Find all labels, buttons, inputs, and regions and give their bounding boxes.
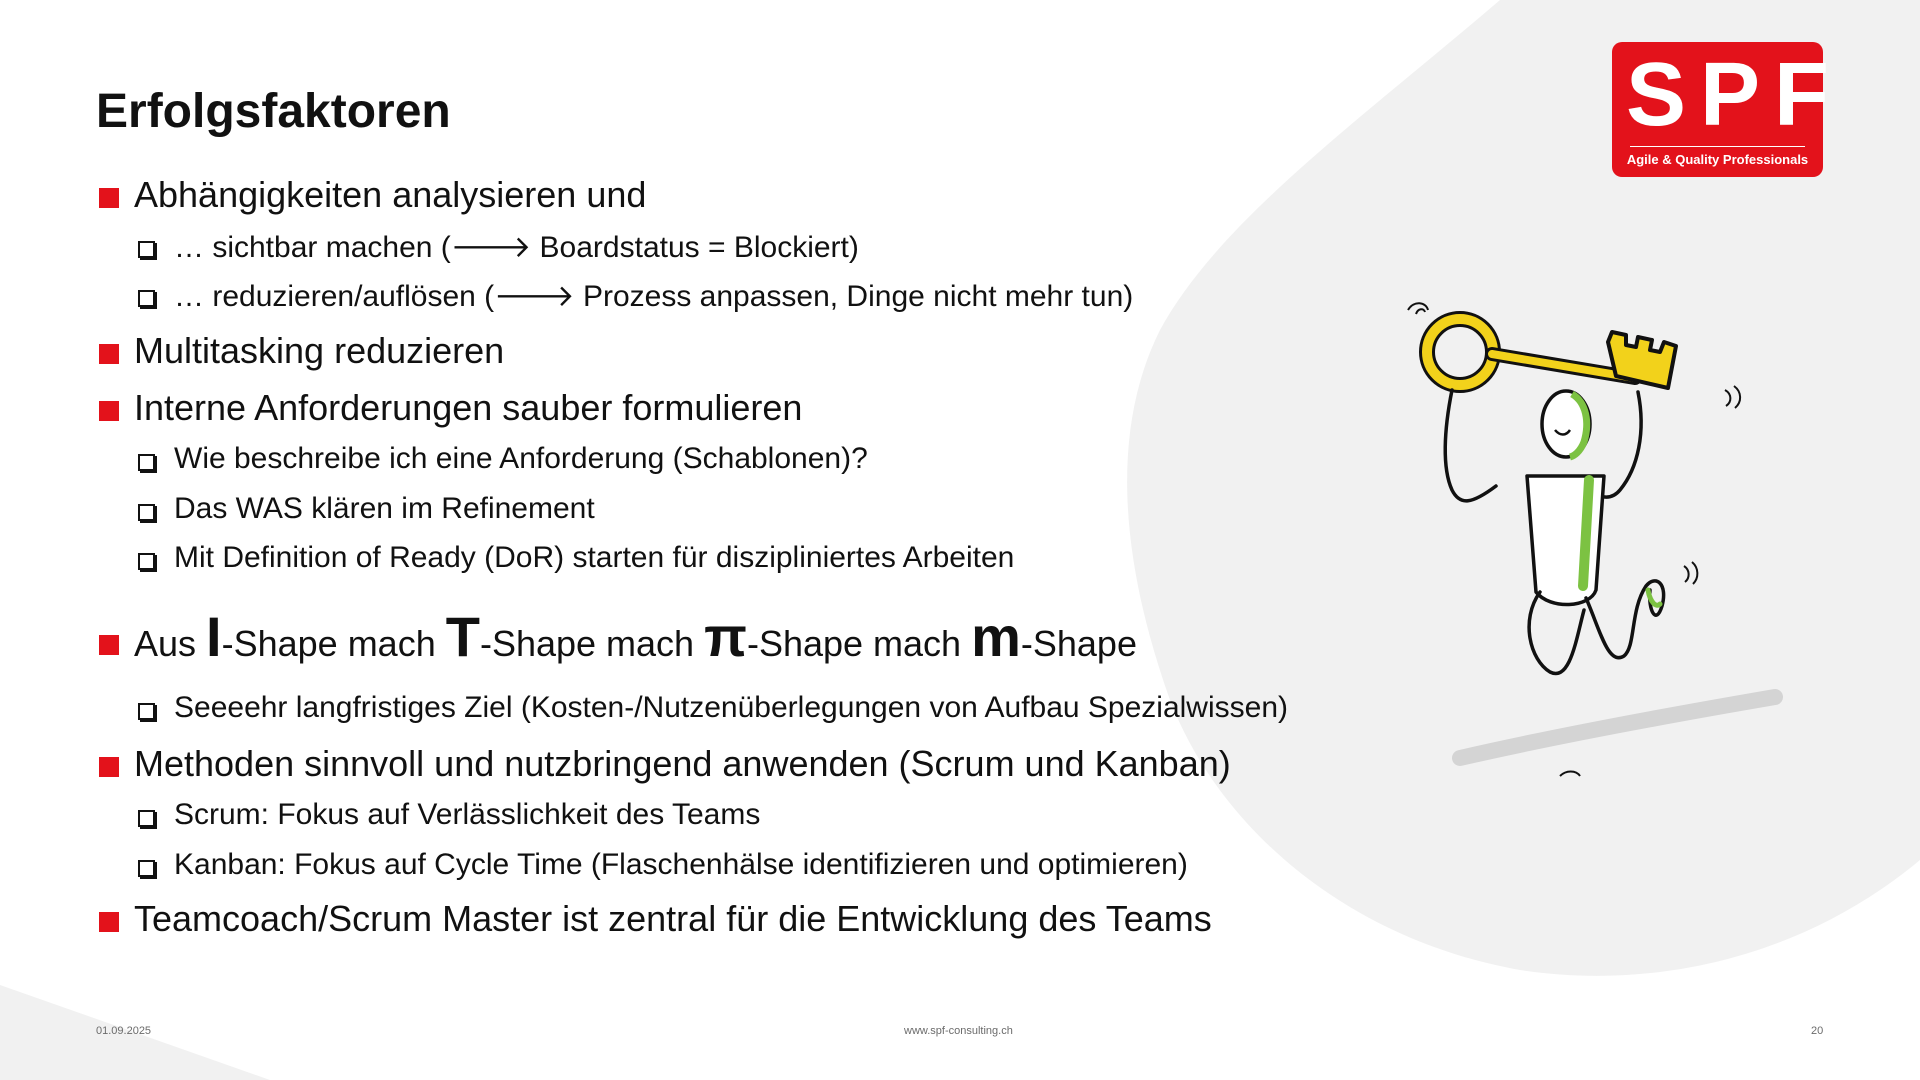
list-item: Scrum: Fokus auf Verlässlichkeit des Tea… bbox=[96, 798, 1436, 848]
list-item: Multitasking reduzieren bbox=[96, 330, 1436, 387]
shape-part: -Shape mach bbox=[479, 623, 705, 664]
list-item-text: Abhängigkeiten analysieren und bbox=[134, 174, 647, 215]
checkbox-bullet-icon bbox=[138, 703, 155, 720]
list-item: Seeeehr langfristiges Ziel (Kosten-/Nutz… bbox=[96, 691, 1436, 743]
checkbox-bullet-icon bbox=[138, 860, 155, 877]
list-item-text: Mit Definition of Ready (DoR) starten fü… bbox=[174, 541, 1015, 574]
checkbox-bullet-icon bbox=[138, 290, 155, 307]
shape-part: -Shape bbox=[1020, 623, 1137, 664]
checkbox-bullet-icon bbox=[138, 553, 155, 570]
shape-part: -Shape mach bbox=[221, 623, 446, 664]
list-item: Kanban: Fokus auf Cycle Time (Flaschenhä… bbox=[96, 848, 1436, 898]
list-item-text: Das WAS klären im Refinement bbox=[174, 492, 595, 525]
footer-page-number: 20 bbox=[1811, 1025, 1824, 1037]
logo-brand: SPF bbox=[1626, 45, 1844, 145]
list-item-text: Interne Anforderungen sauber formulieren bbox=[134, 387, 803, 428]
shape-part: -Shape mach bbox=[746, 623, 972, 664]
footer-url: www.spf-consulting.ch bbox=[904, 1025, 1013, 1037]
list-item: … reduzieren/auflösen (🡒 Prozess anpasse… bbox=[96, 278, 1436, 330]
list-item-text: Scrum: Fokus auf Verlässlichkeit des Tea… bbox=[174, 798, 761, 831]
shape-letter-t: T bbox=[445, 605, 480, 668]
key-figure-illustration-icon bbox=[1407, 302, 1783, 777]
spf-logo: SPF Agile & Quality Professionals bbox=[1612, 42, 1844, 177]
list-item-text: … sichtbar machen (🡒 Boardstatus = Block… bbox=[174, 231, 859, 264]
square-bullet-icon bbox=[99, 635, 119, 655]
bullet-list: Abhängigkeiten analysieren und … sichtba… bbox=[96, 174, 1436, 953]
square-bullet-icon bbox=[99, 401, 119, 421]
shape-prefix: Aus bbox=[134, 623, 207, 664]
list-item: Teamcoach/Scrum Master ist zentral für d… bbox=[96, 898, 1436, 953]
shape-letter-m: m bbox=[971, 605, 1021, 668]
square-bullet-icon bbox=[99, 344, 119, 364]
shape-letter-i: I bbox=[206, 605, 222, 668]
list-item-text: Teamcoach/Scrum Master ist zentral für d… bbox=[134, 898, 1212, 939]
shape-letter-pi: π bbox=[704, 605, 747, 668]
list-item-text: Multitasking reduzieren bbox=[134, 330, 505, 371]
list-item: Wie beschreibe ich eine Anforderung (Sch… bbox=[96, 442, 1436, 492]
checkbox-bullet-icon bbox=[138, 504, 155, 521]
shape-list-item: Aus I-Shape mach T-Shape mach π-Shape ma… bbox=[96, 609, 1436, 691]
list-item: Abhängigkeiten analysieren und bbox=[96, 174, 1436, 229]
square-bullet-icon bbox=[99, 912, 119, 932]
list-item-text: Seeeehr langfristiges Ziel (Kosten-/Nutz… bbox=[174, 691, 1288, 724]
list-item-text: Kanban: Fokus auf Cycle Time (Flaschenhä… bbox=[174, 848, 1188, 881]
logo-divider bbox=[1630, 146, 1805, 147]
checkbox-bullet-icon bbox=[138, 241, 155, 258]
page-title: Erfolgsfaktoren bbox=[96, 85, 451, 138]
list-item: … sichtbar machen (🡒 Boardstatus = Block… bbox=[96, 229, 1436, 278]
checkbox-bullet-icon bbox=[138, 454, 155, 471]
list-item: Interne Anforderungen sauber formulieren bbox=[96, 387, 1436, 442]
list-item-text: Wie beschreibe ich eine Anforderung (Sch… bbox=[174, 442, 868, 475]
list-item: Mit Definition of Ready (DoR) starten fü… bbox=[96, 541, 1436, 609]
list-item-text: … reduzieren/auflösen (🡒 Prozess anpasse… bbox=[174, 280, 1134, 313]
list-item-text: Methoden sinnvoll und nutzbringend anwen… bbox=[134, 743, 1231, 784]
logo-tagline: Agile & Quality Professionals bbox=[1626, 152, 1809, 167]
square-bullet-icon bbox=[99, 188, 119, 208]
list-item: Methoden sinnvoll und nutzbringend anwen… bbox=[96, 743, 1436, 798]
square-bullet-icon bbox=[99, 757, 119, 777]
list-item: Das WAS klären im Refinement bbox=[96, 492, 1436, 541]
footer-date: 01.09.2025 bbox=[96, 1025, 152, 1037]
checkbox-bullet-icon bbox=[138, 810, 155, 827]
